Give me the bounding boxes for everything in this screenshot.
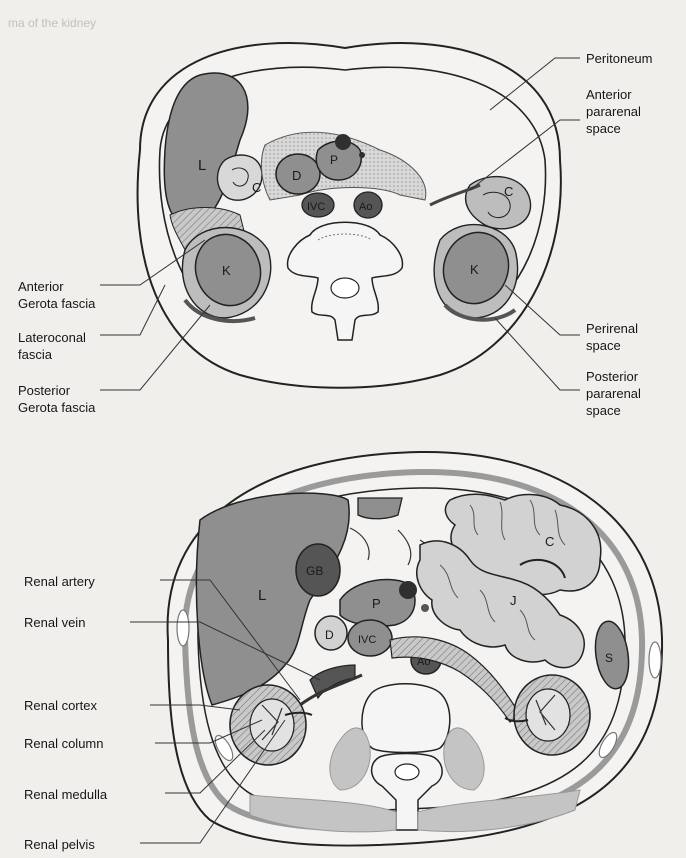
- bottom-label-colon: C: [545, 534, 554, 549]
- bottom-label-liver: L: [258, 587, 266, 604]
- bottom-spinal-canal: [395, 764, 419, 780]
- label-renal-cortex: Renal cortex: [24, 697, 97, 714]
- bottom-label-jejunum: J: [510, 593, 517, 608]
- top-label-kidney-right: K: [470, 262, 479, 277]
- top-sma: [335, 134, 351, 150]
- label-lateroconal-fascia: Lateroconal fascia: [18, 329, 86, 363]
- bottom-label-aorta: Ao: [417, 656, 430, 668]
- top-label-pancreas: P: [330, 153, 338, 167]
- top-label-kidney-left: K: [222, 263, 231, 278]
- bottom-cross-section: L GB P D IVC Ao C J S: [130, 452, 662, 846]
- label-perirenal-space: Perirenal space: [586, 320, 638, 354]
- bottom-label-ivc: IVC: [358, 634, 376, 646]
- label-renal-vein: Renal vein: [24, 614, 85, 631]
- label-posterior-gerota-fascia: Posterior Gerota fascia: [18, 382, 95, 416]
- top-label-liver: L: [198, 157, 206, 174]
- label-anterior-pararenal-space: Anterior pararenal space: [586, 86, 641, 137]
- bottom-label-pancreas: P: [372, 596, 381, 611]
- top-label-aorta: Ao: [359, 201, 372, 213]
- top-cross-section: L C D P IVC Ao C K K: [100, 43, 580, 390]
- label-posterior-pararenal-space: Posterior pararenal space: [586, 368, 641, 419]
- label-peritoneum: Peritoneum: [586, 50, 652, 67]
- bottom-rib-right: [649, 642, 661, 678]
- bottom-smv: [421, 604, 429, 612]
- top-label-colon-left: C: [252, 180, 261, 195]
- bottom-label-gallbladder: GB: [306, 564, 323, 578]
- top-spinal-canal: [331, 278, 359, 298]
- bottom-sma: [399, 581, 417, 599]
- bottom-vertebra: [362, 684, 450, 753]
- bottom-rib-left: [177, 610, 189, 646]
- label-renal-column: Renal column: [24, 735, 104, 752]
- label-renal-medulla: Renal medulla: [24, 786, 107, 803]
- bottom-label-spleen: S: [605, 651, 613, 665]
- bottom-label-duodenum: D: [325, 628, 334, 642]
- bottom-liver-tip: [358, 498, 402, 519]
- label-renal-artery: Renal artery: [24, 573, 95, 590]
- label-anterior-gerota-fascia: Anterior Gerota fascia: [18, 278, 95, 312]
- label-renal-pelvis: Renal pelvis: [24, 836, 95, 853]
- top-label-ivc: IVC: [307, 201, 325, 213]
- top-label-colon-right: C: [504, 184, 513, 199]
- top-label-duodenum: D: [292, 168, 301, 183]
- top-smv: [359, 152, 365, 158]
